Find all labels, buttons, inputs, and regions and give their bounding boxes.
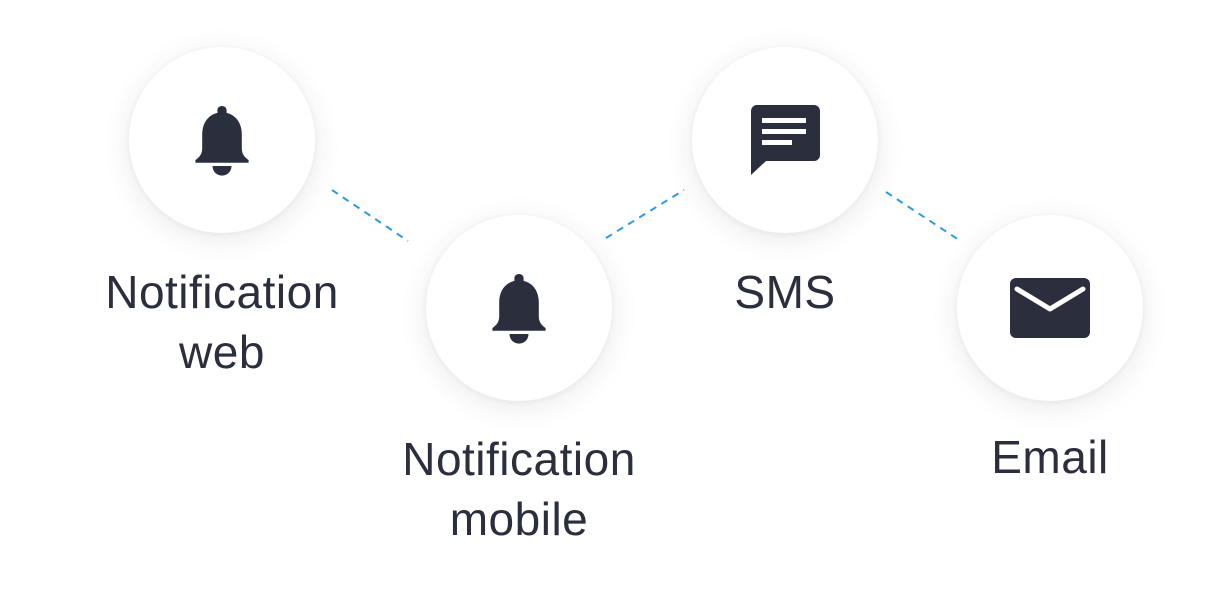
label-line: web <box>179 326 265 378</box>
connector-web-mobile <box>331 189 409 242</box>
bell-icon <box>492 274 546 344</box>
label-line: mobile <box>449 493 589 545</box>
label-line: Notification <box>105 266 339 318</box>
envelope-icon <box>1010 278 1090 338</box>
channel-label-email: Email <box>890 427 1210 487</box>
channel-label-notification-mobile: Notification mobile <box>359 429 679 549</box>
connector-mobile-sms <box>605 189 685 239</box>
label-line: Notification <box>402 433 636 485</box>
channel-node-notification-mobile <box>426 215 612 401</box>
bell-icon <box>195 106 249 176</box>
channel-node-email <box>957 215 1143 401</box>
channel-node-sms <box>692 47 878 233</box>
chat-icon <box>750 105 820 175</box>
channel-node-notification-web <box>129 47 315 233</box>
channel-label-notification-web: Notification web <box>62 262 382 382</box>
label-line: Email <box>991 431 1109 483</box>
channel-label-sms: SMS <box>625 262 945 322</box>
connector-sms-email <box>885 191 963 243</box>
label-line: SMS <box>734 266 836 318</box>
